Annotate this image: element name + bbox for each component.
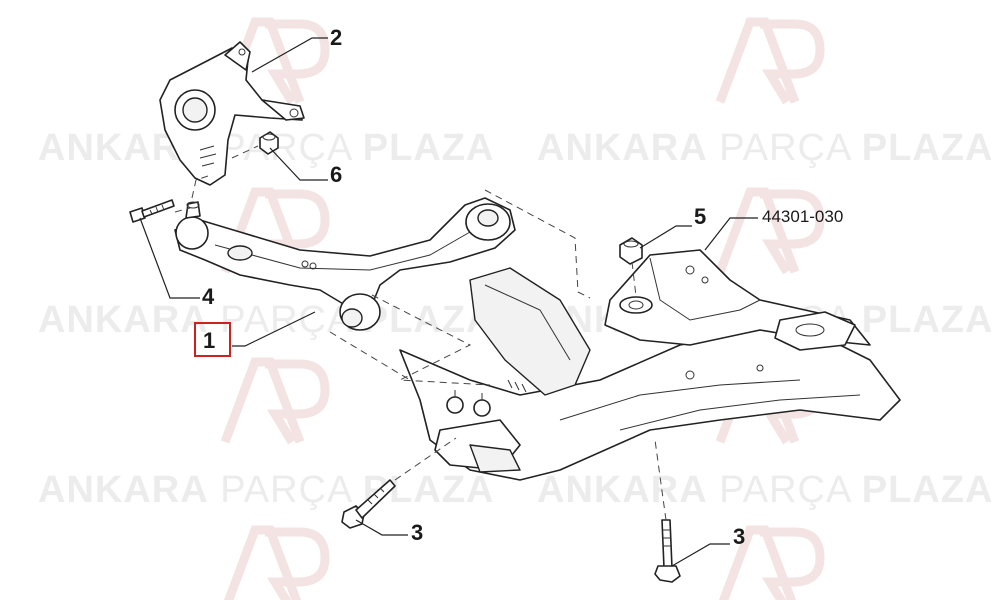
callout-3-right[interactable]: 3	[733, 524, 745, 549]
watermark-brand-bold: PLAZA	[363, 127, 495, 169]
watermark-brand-thin: PARÇA	[220, 299, 353, 341]
ap-logo-icon	[715, 187, 825, 275]
svg-text:ANKARA PARÇA PLAZA: ANKARA PARÇA PLAZA	[537, 127, 993, 169]
watermark-brand-thin: PARÇA	[220, 469, 353, 511]
subframe-crossmember[interactable]	[399, 249, 901, 481]
watermark-brand-bold: PLAZA	[363, 299, 495, 341]
watermark-brand-bold: PLAZA	[862, 469, 994, 511]
watermark-row-3: ANKARA PARÇA PLAZA ANKARA PARÇA PLAZA	[38, 469, 993, 511]
watermark-brand-thin: PARÇA	[719, 469, 852, 511]
highlight-box	[194, 322, 231, 357]
watermark-brand-bold: ANKARA	[537, 469, 708, 511]
ap-logo-icon	[715, 17, 825, 105]
svg-text:ANKARA PARÇA PLAZA: ANKARA PARÇA PLAZA	[38, 469, 494, 511]
callout-labels: 1 2 6 4 5 44301-030 3 3	[194, 25, 843, 549]
ap-logo-icon	[223, 525, 330, 600]
nut-5[interactable]	[619, 237, 643, 265]
watermark-row-1: ANKARA PARÇA PLAZA ANKARA PARÇA PLAZA	[38, 127, 993, 169]
ap-logo-icon	[220, 357, 330, 445]
watermark-brand-bold: ANKARA	[38, 299, 209, 341]
watermark-brand-bold: ANKARA	[38, 469, 209, 511]
watermark-brand-bold: ANKARA	[537, 127, 708, 169]
control-arm[interactable]	[174, 197, 516, 331]
watermark-brand-bold: PLAZA	[862, 127, 994, 169]
callout-3-left[interactable]: 3	[411, 520, 423, 545]
nut-6[interactable]	[259, 131, 279, 155]
callout-6[interactable]: 6	[330, 162, 342, 187]
callout-4[interactable]: 4	[202, 284, 215, 309]
svg-text:ANKARA PARÇA PLAZA: ANKARA PARÇA PLAZA	[537, 469, 993, 511]
watermark-brand-thin: PARÇA	[220, 127, 353, 169]
ap-logo-icon	[718, 525, 825, 600]
watermark-brand-thin: PARÇA	[719, 127, 852, 169]
callout-1[interactable]: 1	[203, 328, 215, 353]
callout-2[interactable]: 2	[330, 25, 342, 50]
bolt-3-right[interactable]	[654, 519, 681, 583]
callout-5[interactable]: 5	[694, 204, 706, 229]
watermark-brand-bold: PLAZA	[862, 299, 994, 341]
bolt-4[interactable]	[129, 199, 175, 223]
part-number-label[interactable]: 44301-030	[762, 207, 843, 226]
steering-knuckle[interactable]	[159, 41, 305, 186]
leader-lines	[139, 37, 758, 567]
assembly-lines	[174, 145, 667, 521]
watermark-layer: ANKARA PARÇA PLAZA ANKARA PARÇA PLAZA AN…	[38, 17, 994, 600]
bolt-3-left[interactable]	[341, 479, 396, 529]
svg-text:ANKARA PARÇA PLAZA: ANKARA PARÇA PLAZA	[38, 299, 494, 341]
